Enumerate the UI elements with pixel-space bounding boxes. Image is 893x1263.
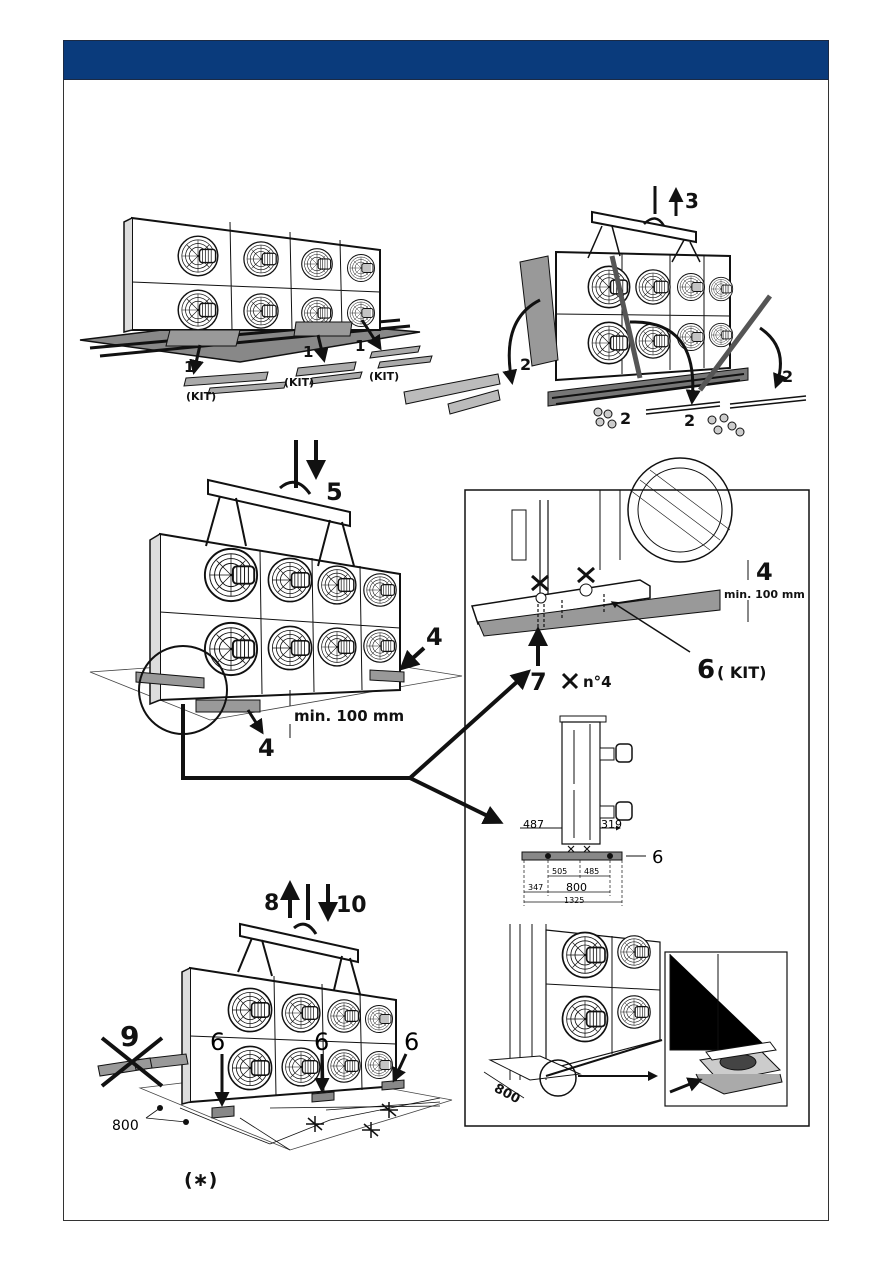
kit-number: 6 <box>697 655 715 685</box>
support-number-a: 6 <box>210 1028 225 1056</box>
detail-min-clearance: min. 100 mm <box>724 588 805 601</box>
support-number: 6 <box>652 847 663 868</box>
detail-box <box>464 489 810 1127</box>
support-number-b: 6 <box>314 1028 329 1056</box>
bolt-step-number: 7 <box>530 668 547 696</box>
step-2-number-c: 2 <box>684 411 695 430</box>
step-3-number: 3 <box>685 189 699 213</box>
dimension-drawing: 487 319 505 485 347 800 1325 6 <box>520 715 663 906</box>
dimension-800: 800 <box>566 881 587 894</box>
final-positioning-diagram: 8 10 9 6 6 6 800 <box>97 880 453 1151</box>
anti-vibration-detail: 800 <box>483 924 788 1107</box>
lower-step-number: 10 <box>336 893 367 918</box>
kit-label-a: (KIT) <box>186 390 216 403</box>
support-number-c: 6 <box>404 1028 419 1056</box>
step-1-number-c: 1 <box>355 337 365 355</box>
step-5-number: 5 <box>326 478 343 506</box>
kit-label-c: (KIT) <box>369 370 399 383</box>
dimension-505: 505 <box>552 867 567 876</box>
kit-label: ( KIT) <box>717 663 766 682</box>
beam-number-top: 4 <box>426 623 443 651</box>
min-clearance-label: min. 100 mm <box>294 707 404 725</box>
beam-number-bottom: 4 <box>258 734 275 762</box>
header-banner <box>63 40 829 80</box>
dimension-319: 319 <box>601 818 622 831</box>
forbidden-step-number: 9 <box>120 1020 139 1053</box>
lowering-onto-beams-diagram: 5 4 4 min. 100 mm <box>89 440 531 824</box>
step-1-number-a: 1 <box>184 358 194 376</box>
dimension-347: 347 <box>528 883 543 892</box>
dimension-485: 485 <box>584 867 599 876</box>
step-1-number-b: 1 <box>303 343 313 361</box>
support-spacing-800: 800 <box>112 1118 139 1134</box>
footnote-asterisk: (∗) <box>184 1169 217 1191</box>
kit-label-b: (KIT) <box>284 376 314 389</box>
step-2-number-a: 2 <box>520 355 531 374</box>
bolt-detail-diagram: 4 min. 100 mm 6 ( KIT) 7 n°4 <box>471 457 805 696</box>
dimension-1325: 1325 <box>564 896 584 905</box>
dimension-487: 487 <box>523 818 544 831</box>
detail-beam-number: 4 <box>756 558 773 586</box>
step-2-number-d: 2 <box>782 367 793 386</box>
detail-spacing: 800 <box>491 1081 522 1107</box>
lift-step-number: 8 <box>264 891 279 916</box>
unit-unpacking-diagram: 1 (KIT) 1 (KIT) 1 (KIT) <box>79 216 433 403</box>
bolt-count: n°4 <box>583 673 612 691</box>
step-2-number-b: 2 <box>620 409 631 428</box>
lifting-frame-removal-diagram: 3 2 2 2 2 <box>403 186 807 437</box>
